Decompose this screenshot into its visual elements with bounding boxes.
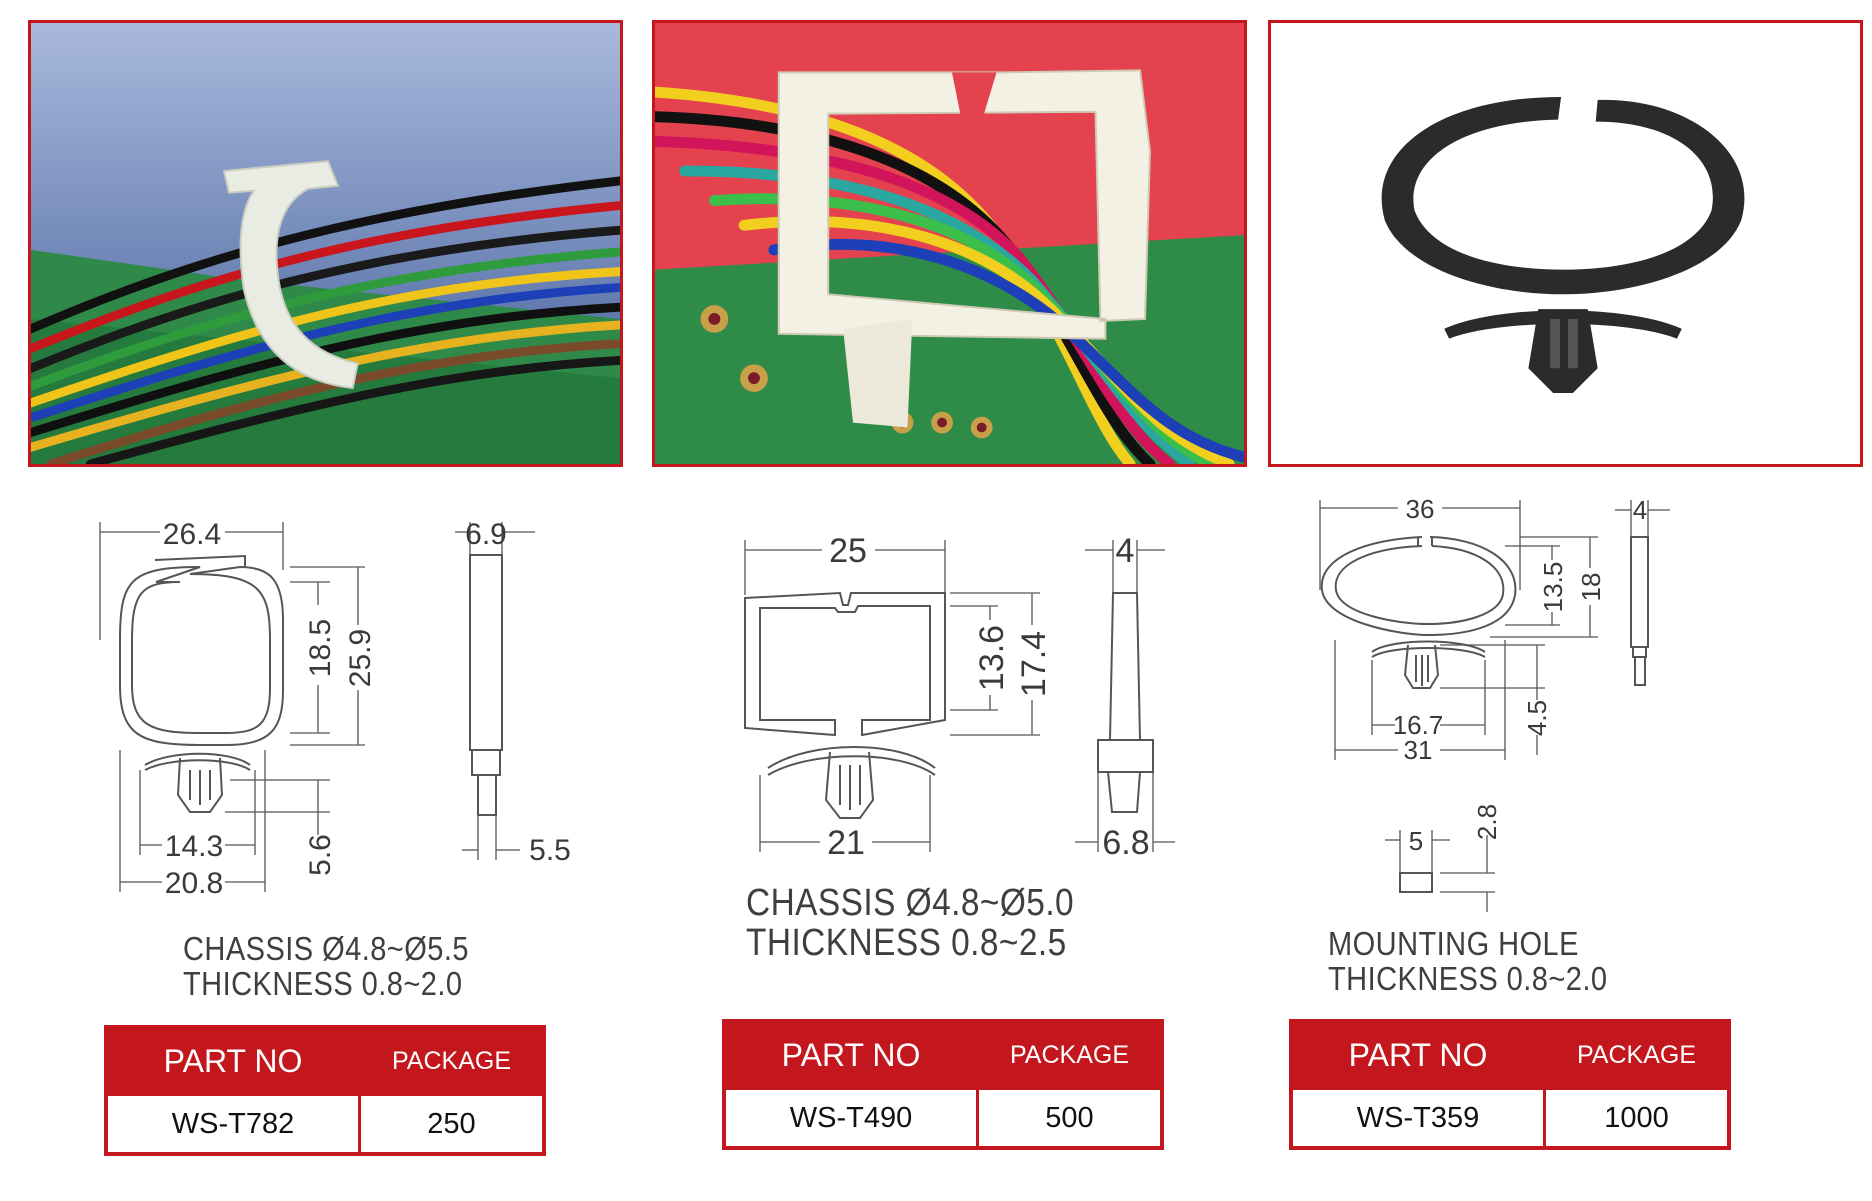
dim-label: 25 (829, 532, 867, 570)
spec-chassis: CHASSIS Ø4.8~Ø5.0 (746, 882, 1075, 924)
technical-drawing-ws-t782: 26.4 6.9 18.5 25.9 14.3 20.8 5.6 5.5 (90, 500, 571, 910)
dim-label: 6.8 (1102, 824, 1149, 862)
technical-drawing-ws-t490: 25 4 13.6 17.4 21 6.8 (730, 520, 1190, 880)
spec-text-ws-t359: MOUNTING HOLE THICKNESS 0.8~2.0 (1328, 925, 1608, 997)
dim-label: 2.8 (1472, 804, 1502, 840)
package-qty: 250 (358, 1093, 542, 1152)
spec-thickness: THICKNESS 0.8~2.0 (1328, 959, 1608, 997)
dim-label: 5 (1409, 826, 1423, 856)
part-table-ws-t490: PART NO PACKAGE WS-T490 500 (722, 1019, 1164, 1150)
part-number: WS-T359 (1293, 1087, 1543, 1146)
dim-label: 14.3 (165, 830, 223, 863)
spec-thickness: THICKNESS 0.8~2.0 (183, 964, 463, 1002)
header-package: PACKAGE (976, 1023, 1160, 1087)
dim-label: 5.6 (304, 834, 337, 876)
dim-label: 6.9 (465, 518, 507, 551)
part-table-ws-t359: PART NO PACKAGE WS-T359 1000 (1289, 1019, 1731, 1150)
product-photo-ws-t490 (652, 20, 1247, 467)
dim-label: 4 (1633, 495, 1647, 525)
dim-label: 18 (1576, 573, 1606, 602)
dim-label: 21 (827, 824, 865, 862)
header-package: PACKAGE (1543, 1023, 1727, 1087)
part-number: WS-T490 (726, 1087, 976, 1146)
dim-label: 25.9 (344, 629, 377, 687)
dim-label: 4.5 (1522, 700, 1552, 736)
spec-thickness: THICKNESS 0.8~2.5 (746, 921, 1067, 964)
header-part-no: PART NO (726, 1023, 976, 1087)
spec-chassis: CHASSIS Ø4.8~Ø5.5 (183, 930, 469, 967)
product-photo-ws-t782 (28, 20, 623, 467)
dim-label: 13.6 (973, 625, 1011, 691)
dim-label: 26.4 (163, 518, 221, 551)
spec-text-ws-t782: CHASSIS Ø4.8~Ø5.5 THICKNESS 0.8~2.0 (183, 930, 469, 1002)
dim-label: 16.7 (1393, 710, 1444, 740)
header-package: PACKAGE (358, 1029, 542, 1093)
dim-label: 13.5 (1538, 562, 1568, 613)
dim-label: 17.4 (1015, 631, 1053, 697)
technical-drawing-ws-t359: 36 4 13.5 18 16.7 31 4.5 5 2.8 (1310, 494, 1710, 915)
dim-label: 31 (1404, 735, 1433, 765)
spec-text-ws-t490: CHASSIS Ø4.8~Ø5.0 THICKNESS 0.8~2.5 (746, 882, 1075, 964)
dim-label: 5.5 (529, 834, 571, 867)
header-part-no: PART NO (1293, 1023, 1543, 1087)
dim-label: 4 (1116, 532, 1135, 570)
part-number: WS-T782 (108, 1093, 358, 1152)
header-part-no: PART NO (108, 1029, 358, 1093)
dim-label: 20.8 (165, 867, 223, 900)
product-photo-ws-t359 (1268, 20, 1863, 467)
package-qty: 1000 (1543, 1087, 1727, 1146)
package-qty: 500 (976, 1087, 1160, 1146)
dim-label: 36 (1406, 494, 1435, 524)
part-table-ws-t782: PART NO PACKAGE WS-T782 250 (104, 1025, 546, 1156)
dim-label: 18.5 (304, 619, 337, 677)
spec-mounting-hole: MOUNTING HOLE (1328, 925, 1579, 962)
